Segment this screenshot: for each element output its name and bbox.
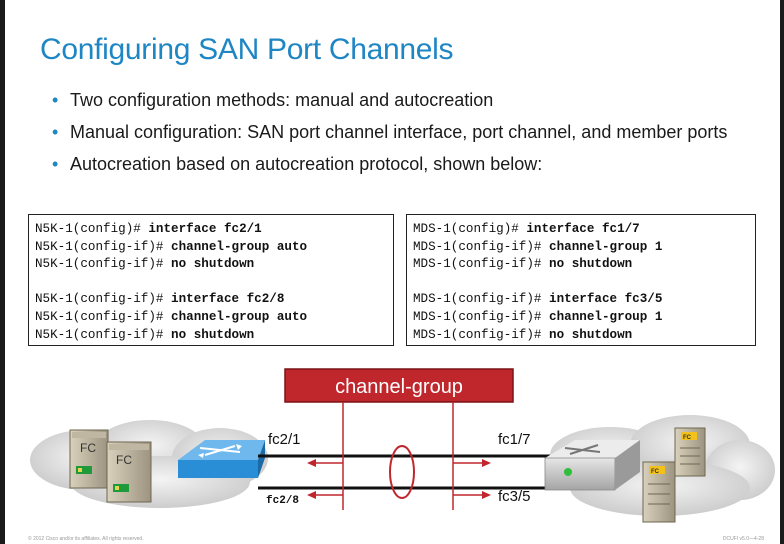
- code-command: no shutdown: [549, 257, 633, 272]
- code-spacer: [35, 274, 387, 292]
- slide-frame-right: [780, 0, 784, 544]
- slide-frame-left: [0, 0, 5, 544]
- code-command: channel-group 1: [549, 309, 663, 324]
- port-label-fc2-1: fc2/1: [268, 431, 301, 448]
- bullet-item: • Manual configuration: SAN port channel …: [50, 121, 750, 143]
- code-prompt: N5K-1(config-if)#: [35, 292, 172, 307]
- copyright-footer: © 2012 Cisco and/or its affiliates. All …: [28, 536, 144, 542]
- arrowhead-icon: [307, 459, 316, 467]
- code-prompt: N5K-1(config-if)#: [35, 309, 172, 324]
- code-prompt: MDS-1(config-if)#: [413, 257, 550, 272]
- port-channel-oval: [389, 445, 415, 499]
- code-line: MDS-1(config-if)# channel-group 1: [413, 239, 749, 257]
- code-line: MDS-1(config-if)# interface fc3/5: [413, 291, 749, 309]
- mds-config-box: MDS-1(config)# interface fc1/7 MDS-1(con…: [406, 214, 756, 346]
- svg-text:FC: FC: [80, 441, 96, 455]
- code-line: N5K-1(config)# interface fc2/1: [35, 221, 387, 239]
- bullet-text: Manual configuration: SAN port channel i…: [70, 122, 728, 142]
- svg-text:FC: FC: [116, 453, 132, 467]
- code-line: N5K-1(config-if)# no shutdown: [35, 256, 387, 274]
- fc-host-server-icon: FC: [69, 429, 109, 489]
- code-command: no shutdown: [549, 327, 633, 342]
- code-line: N5K-1(config-if)# channel-group auto: [35, 239, 387, 257]
- arrowhead-icon: [482, 459, 491, 467]
- bullet-dot-icon: •: [52, 154, 59, 174]
- channel-group-label: channel-group: [335, 376, 463, 398]
- code-prompt: MDS-1(config)#: [413, 222, 527, 236]
- code-prompt: MDS-1(config-if)#: [413, 239, 550, 254]
- code-prompt: N5K-1(config-if)#: [35, 239, 172, 254]
- code-prompt: MDS-1(config-if)#: [413, 292, 550, 307]
- port-label-fc1-7: fc1/7: [498, 431, 531, 448]
- mds-switch-icon: [544, 440, 640, 491]
- code-command: channel-group auto: [171, 309, 308, 324]
- slide-title: Configuring SAN Port Channels: [40, 33, 454, 66]
- bullet-dot-icon: •: [52, 122, 59, 142]
- bullet-item: • Autocreation based on autocreation prot…: [50, 153, 750, 175]
- code-line: MDS-1(config-if)# no shutdown: [413, 327, 749, 345]
- code-prompt: N5K-1(config)#: [35, 222, 149, 236]
- arrowhead-icon: [482, 491, 491, 499]
- fc-host-server-icon: FC: [106, 441, 152, 503]
- nexus-5000-switch-icon: [178, 440, 265, 478]
- code-line: N5K-1(config-if)# no shutdown: [35, 327, 387, 345]
- bullet-text: Two configuration methods: manual and au…: [70, 90, 494, 110]
- fc-storage-array-icon: FC: [642, 461, 676, 523]
- svg-text:FC: FC: [683, 435, 692, 441]
- code-spacer: [413, 274, 749, 292]
- code-command: interface fc3/5: [549, 292, 663, 307]
- code-command: interface fc1/7: [526, 222, 640, 236]
- port-channel-diagram: FC FC channel-group fc2/1 fc2/8 fc1/7 fc…: [30, 368, 775, 523]
- code-line: MDS-1(config)# interface fc1/7: [413, 221, 749, 239]
- code-prompt: N5K-1(config-if)#: [35, 257, 172, 272]
- code-prompt: MDS-1(config-if)#: [413, 309, 550, 324]
- code-prompt: MDS-1(config-if)#: [413, 327, 550, 342]
- code-command: interface fc2/8: [171, 292, 285, 307]
- fc-storage-array-icon: FC: [674, 427, 706, 477]
- code-command: channel-group 1: [549, 239, 663, 254]
- bullet-dot-icon: •: [52, 90, 59, 110]
- port-label-fc3-5: fc3/5: [498, 488, 531, 505]
- page-number-footer: DCUFI v5.0—4-28: [722, 536, 764, 542]
- code-command: channel-group auto: [171, 239, 308, 254]
- arrowhead-icon: [307, 491, 316, 499]
- code-command: no shutdown: [171, 327, 255, 342]
- code-command: no shutdown: [171, 257, 255, 272]
- bullet-item: • Two configuration methods: manual and a…: [50, 89, 750, 111]
- n5k-config-box: N5K-1(config)# interface fc2/1 N5K-1(con…: [28, 214, 394, 346]
- bullet-text: Autocreation based on autocreation proto…: [70, 154, 543, 174]
- code-prompt: N5K-1(config-if)#: [35, 327, 172, 342]
- bullet-list: • Two configuration methods: manual and a…: [50, 89, 750, 185]
- code-command: interface fc2/1: [148, 222, 262, 236]
- code-line: MDS-1(config-if)# no shutdown: [413, 256, 749, 274]
- code-line: MDS-1(config-if)# channel-group 1: [413, 309, 749, 327]
- svg-text:FC: FC: [651, 469, 660, 475]
- port-label-fc2-8: fc2/8: [266, 495, 299, 507]
- code-line: N5K-1(config-if)# channel-group auto: [35, 309, 387, 327]
- code-line: N5K-1(config-if)# interface fc2/8: [35, 291, 387, 309]
- channel-group-label-box: [284, 368, 514, 403]
